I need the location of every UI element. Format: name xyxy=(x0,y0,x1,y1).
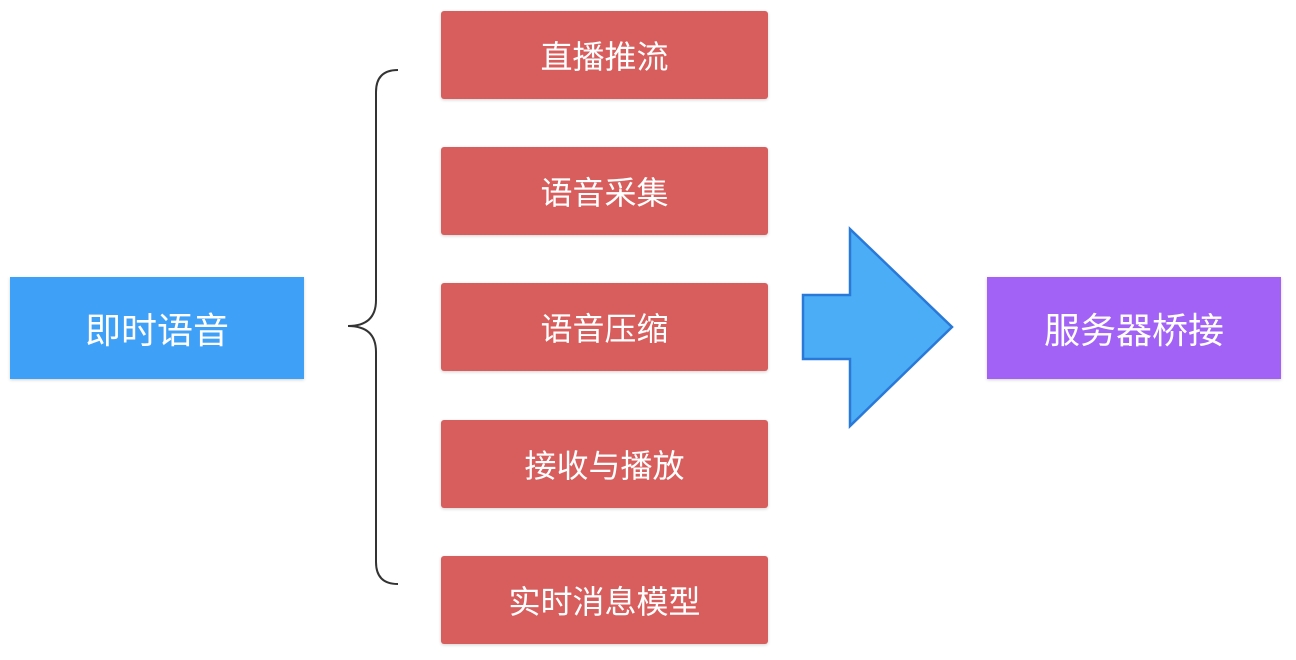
root-node: 即时语音 xyxy=(10,277,304,379)
item-node-live-push: 直播推流 xyxy=(441,11,768,99)
item-node-label: 语音采集 xyxy=(540,174,669,212)
item-node-voice-capture: 语音采集 xyxy=(441,147,768,235)
item-node-receive-playback: 接收与播放 xyxy=(441,420,768,508)
root-node-label: 即时语音 xyxy=(84,311,229,352)
target-node: 服务器桥接 xyxy=(987,277,1281,379)
item-node-label: 接收与播放 xyxy=(524,447,685,485)
item-node-label: 语音压缩 xyxy=(540,310,669,348)
item-node-label: 直播推流 xyxy=(540,38,669,76)
item-node-realtime-message-model: 实时消息模型 xyxy=(441,556,768,644)
brace-path xyxy=(347,69,399,585)
item-node-voice-compression: 语音压缩 xyxy=(441,283,768,371)
item-node-label: 实时消息模型 xyxy=(508,583,701,621)
arrow-shape xyxy=(801,226,954,429)
target-node-label: 服务器桥接 xyxy=(1043,311,1224,352)
